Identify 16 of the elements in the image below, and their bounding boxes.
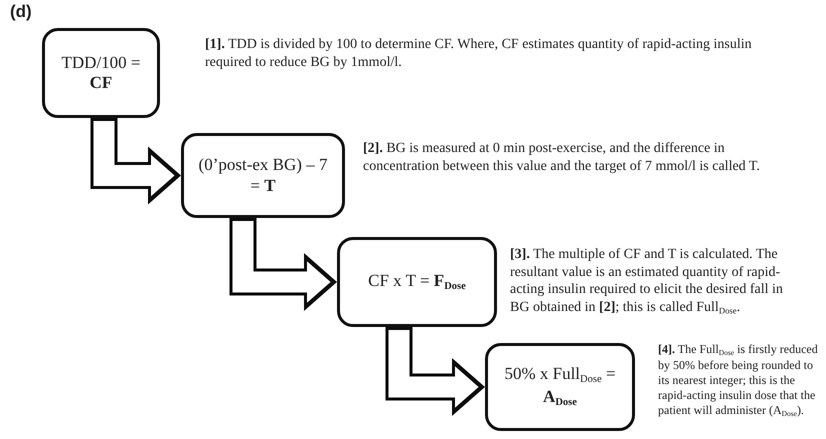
step-description: [4]. The Full$_{Dose}$ is firstly reduced by 50% before being rounded to its nearest integer; this is the rapid-acting insulin dose that the patient will administer (A$_{Dose}$). [658,342,819,418]
process-box [42,28,160,118]
block-arrow [386,327,485,416]
formula-text: TDD/100 = CF [60,52,142,94]
block-arrow [230,218,337,311]
block-arrow [90,118,181,204]
step-description: [1]. TDD is divided by 100 to determine CF. Where, CF estimates quantity of rapid-acting insulin required to reduce BG by 1mmol/l. [205,36,753,71]
process-box [181,133,345,218]
step-description: [3]. The multiple of CF and T is calculated. The resultant value is an estimated quantity of rapid-acting insulin required to elicit the desired fall in BG obtained in [2]; this is called Full$_{Dose}$. [510,246,784,316]
process-box [485,343,635,431]
panel-label: (d) [10,2,32,22]
formula-text: CF x T = F$_{Dose}$ [368,270,466,294]
step-description: [2]. BG is measured at 0 min post-exercise, and the difference in concentration between this value and the target of 7 mmol/l is called T. [363,140,761,175]
formula-text: (0’post-ex BG) – 7 = T [198,155,328,196]
process-box [337,237,497,327]
formula-text: 50% x Full$_{Dose}$ = A$_{Dose}$ [503,364,617,410]
